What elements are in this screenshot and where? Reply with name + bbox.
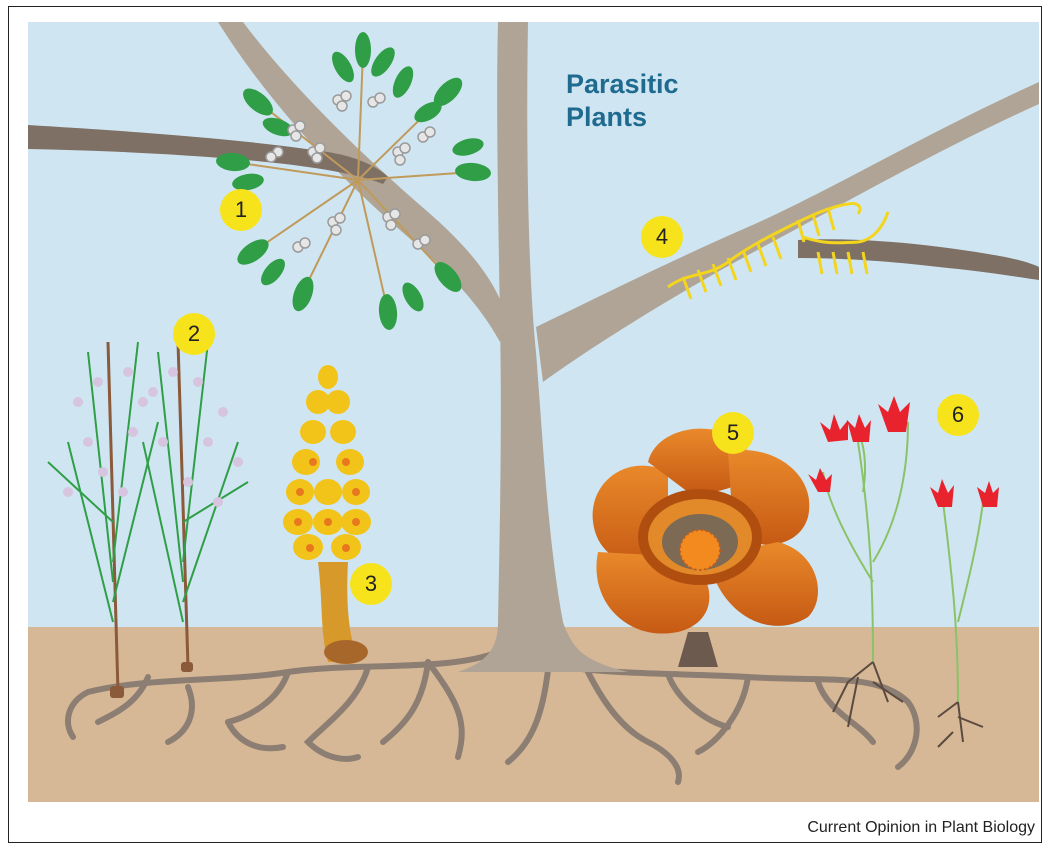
label-3-broomrape: 3 <box>350 563 392 605</box>
label-2-striga: 2 <box>173 313 215 355</box>
label-6-paintbrush: 6 <box>937 394 979 436</box>
label-1-mistletoe: 1 <box>220 189 262 231</box>
label-4-dodder: 4 <box>641 216 683 258</box>
title-line-2: Plants <box>566 101 679 134</box>
diagram-title: Parasitic Plants <box>566 68 679 134</box>
source-credit: Current Opinion in Plant Biology <box>807 819 1035 837</box>
label-5-rafflesia: 5 <box>712 412 754 454</box>
title-line-1: Parasitic <box>566 68 679 101</box>
illustration-scene <box>28 22 1039 802</box>
